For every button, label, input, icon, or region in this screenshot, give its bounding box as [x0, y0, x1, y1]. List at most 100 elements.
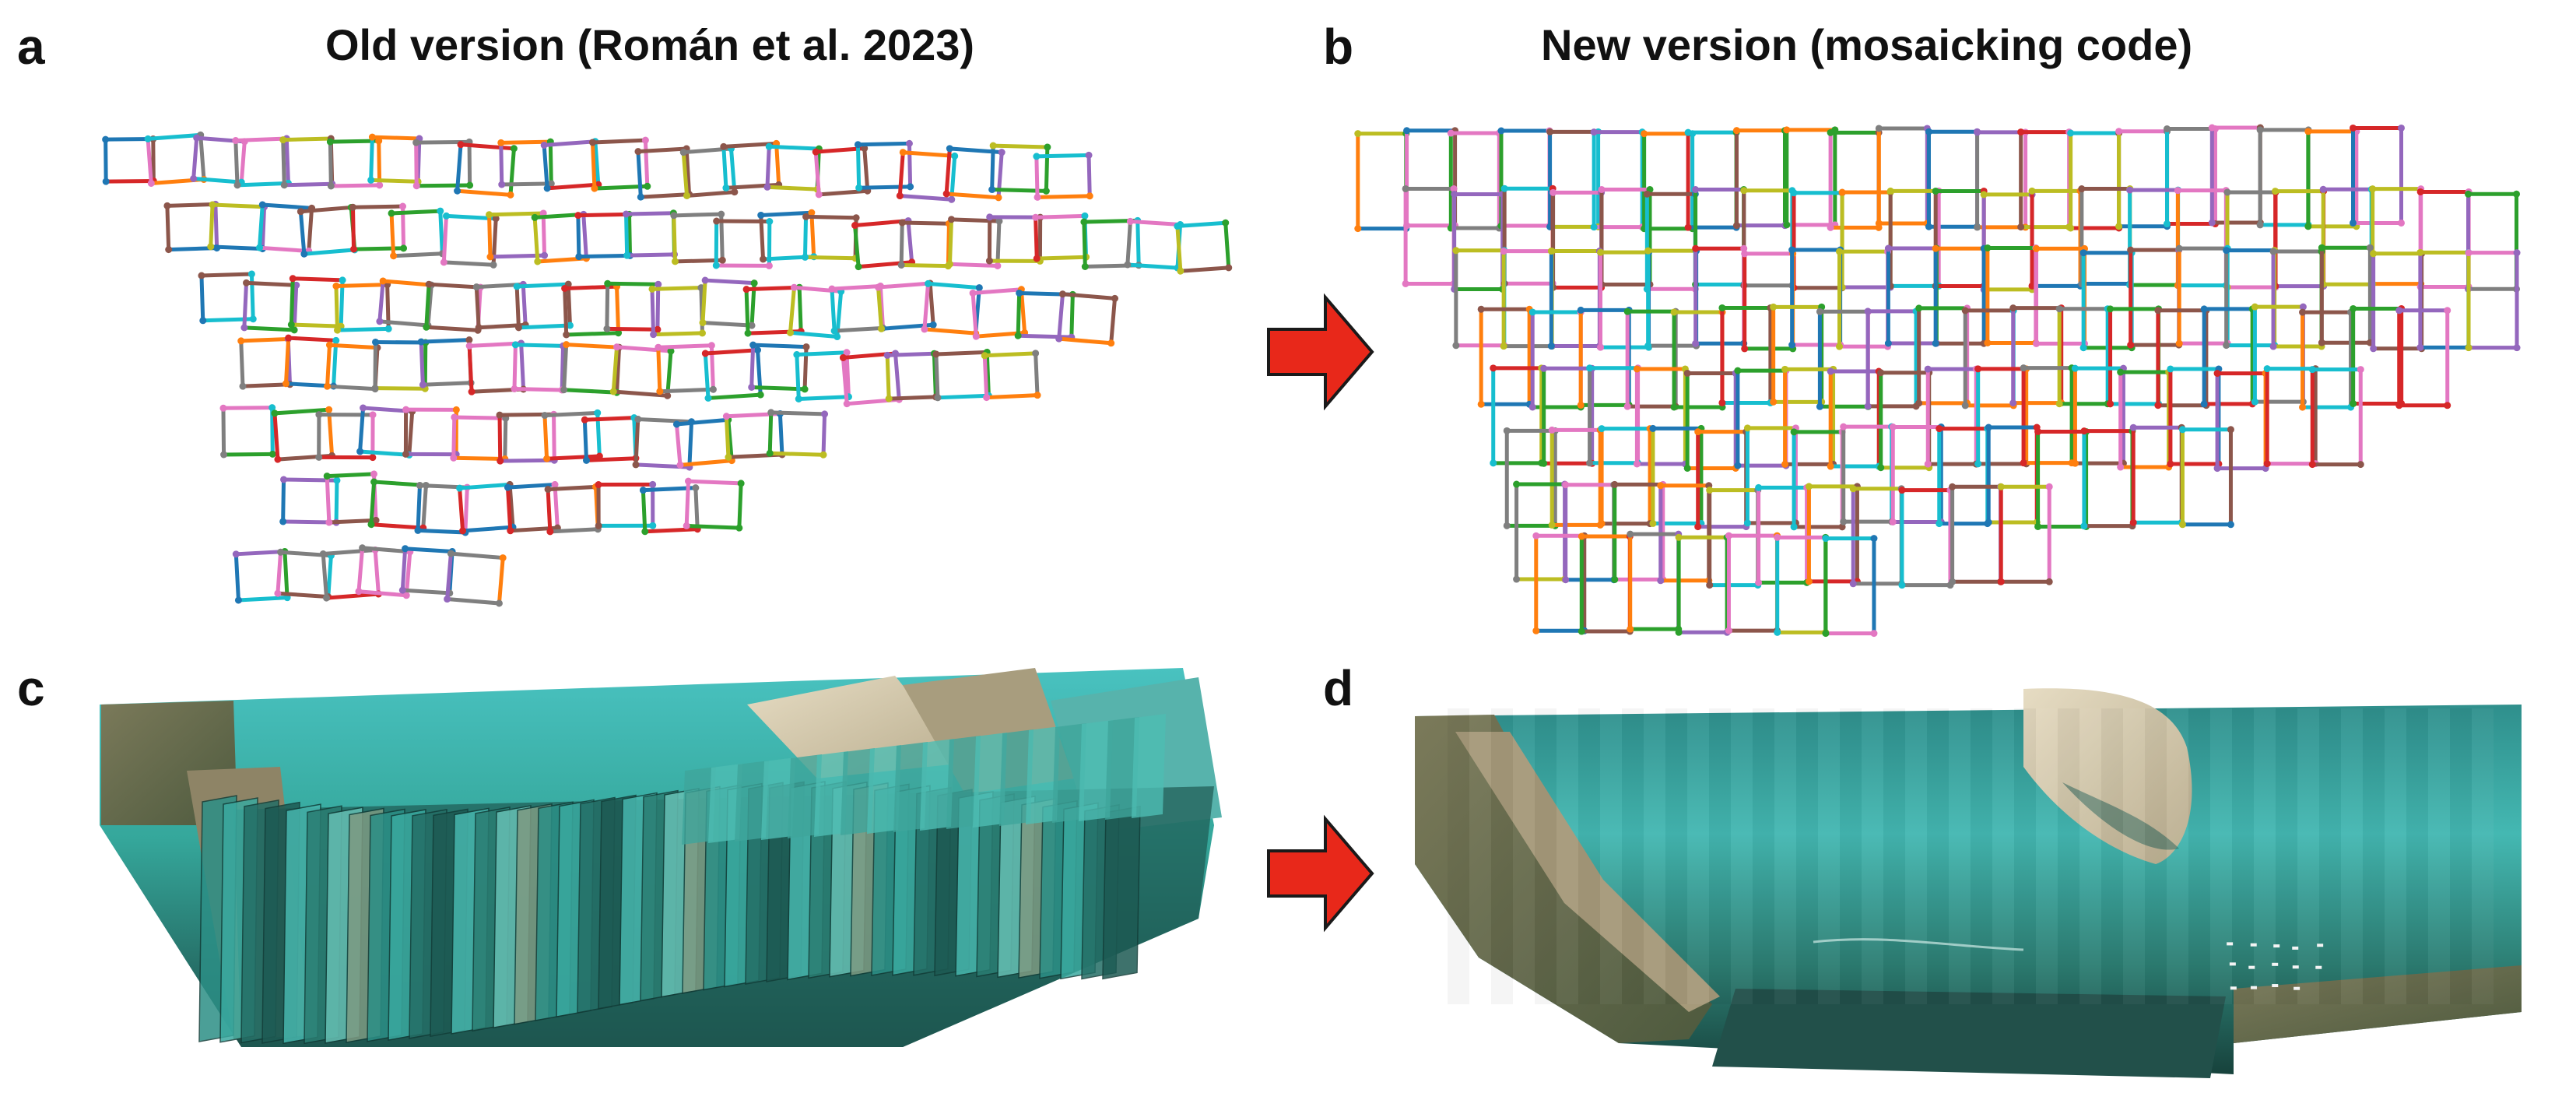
footprint-frame [1788, 246, 1844, 349]
footprint-frame [1547, 248, 1603, 350]
footprint-frame [2115, 128, 2171, 230]
footprint-frame [1055, 290, 1119, 347]
boat-marker [2292, 946, 2299, 950]
image-strip [1862, 708, 1883, 1004]
image-strip [2036, 708, 2058, 1004]
footprint-frame [1915, 304, 1971, 407]
image-strip [2428, 708, 2450, 1004]
footprint-frame [2129, 423, 2185, 526]
footprint-frame [2163, 125, 2219, 228]
footprint-frame [1889, 423, 1945, 526]
footprint-frame [324, 341, 381, 393]
footprint-frame [511, 341, 567, 394]
footprint-frame [1790, 428, 1846, 531]
footprint-frame [1790, 189, 1846, 292]
footprint-frame [1974, 365, 2030, 468]
panel-d-mosaic [1415, 688, 2522, 1078]
footprint-frame [497, 138, 555, 188]
footprint-frame [2369, 185, 2425, 288]
image-strip [1079, 720, 1113, 821]
footprint-frame [504, 480, 561, 535]
footprint-frame [2256, 126, 2312, 229]
footprint-frame [1080, 216, 1142, 270]
image-strip [1927, 708, 1949, 1004]
footprint-frame [1816, 308, 1872, 410]
image-strip [1774, 708, 1796, 1004]
image-strip [1026, 726, 1060, 824]
image-strip [1600, 708, 1622, 1004]
footprint-frame [2067, 129, 2123, 232]
footprint-frame [603, 279, 662, 333]
footprint-frame [1692, 244, 1748, 347]
footprint-frame [1877, 369, 1933, 472]
footprint-frame [812, 145, 872, 199]
footprint-frame [1354, 130, 1410, 233]
image-strip [2385, 708, 2406, 1004]
footprint-frame [2272, 188, 2328, 290]
footprint-frame [1898, 487, 1954, 589]
footprint-frame [240, 279, 300, 334]
footprint-frame [1528, 308, 1585, 411]
footprint-frame [1586, 364, 1642, 467]
image-strip [1709, 708, 1731, 1004]
footprint-frame [2154, 307, 2210, 409]
footprint-frame [1598, 425, 1654, 528]
footprint-frame [2178, 426, 2234, 529]
boat-marker [2273, 944, 2280, 948]
image-strip [1905, 708, 1927, 1004]
right-arrow-icon [1267, 293, 1374, 411]
boat-marker [2293, 986, 2301, 990]
image-strip [1644, 708, 1665, 1004]
footprint-frame [2126, 186, 2182, 289]
footprint-frame [219, 404, 276, 459]
image-strip [1513, 708, 1535, 1004]
image-strip [1578, 708, 1600, 1004]
boat-marker [2315, 965, 2322, 969]
image-strip [1556, 708, 1578, 1004]
image-strip [841, 748, 875, 835]
footprint-frame [2213, 370, 2269, 473]
image-strip [1949, 708, 1971, 1004]
image-strip [1535, 708, 1556, 1004]
footprint-frame [896, 149, 959, 203]
footprint-frame [349, 202, 408, 253]
image-strip [2058, 708, 2079, 1004]
footprint-frame [793, 349, 852, 402]
panel-a-footprints [102, 131, 1233, 607]
boat-marker [2230, 986, 2237, 990]
footprint-frame [1490, 364, 1546, 467]
footprint-frame [1578, 532, 1634, 635]
footprint-frame [1597, 248, 1653, 351]
image-strip [682, 767, 716, 845]
image-strip [2276, 708, 2297, 1004]
image-strip [2123, 708, 2145, 1004]
footprint-frame [2465, 190, 2521, 293]
footprint-frame [1924, 365, 1980, 468]
footprint-frame [589, 136, 651, 192]
footprint-frame [2223, 247, 2279, 350]
image-strip [893, 742, 928, 832]
panel-label-d: d [1323, 660, 1354, 716]
footprint-frame [1770, 303, 1826, 406]
footprint-frame [981, 350, 1041, 402]
image-strip [999, 729, 1034, 826]
image-strip [2188, 708, 2210, 1004]
footprint-frame [2080, 427, 2136, 530]
footprint-frame [2034, 427, 2090, 530]
image-strip [1102, 806, 1141, 980]
image-strip [2014, 708, 2036, 1004]
footprint-frame [454, 141, 518, 199]
footprint-frame [2304, 128, 2360, 230]
footprint-frame [1732, 127, 1788, 230]
image-strip [788, 754, 822, 838]
panel-label-a: a [17, 19, 45, 75]
image-strip [1491, 708, 1513, 1004]
boat-marker [2317, 944, 2324, 947]
image-strip [1665, 708, 1687, 1004]
panel-label-c: c [17, 660, 45, 716]
panel-title-b: New version (mosaicking code) [1541, 20, 2193, 69]
footprint-frame [1633, 365, 1689, 468]
footprint-frame [1513, 480, 1569, 583]
footprint-frame [2174, 187, 2230, 290]
footprint-frame [2319, 185, 2375, 288]
